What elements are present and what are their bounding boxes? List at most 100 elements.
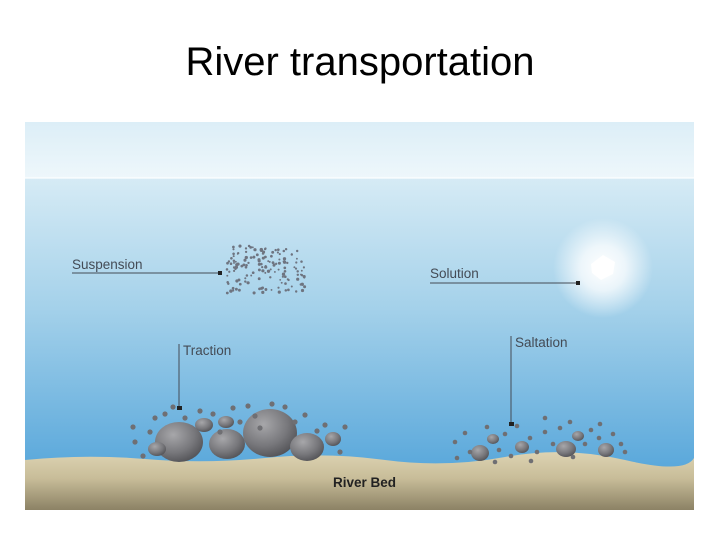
suspension-particle <box>296 258 298 260</box>
suspension-particle <box>282 273 285 276</box>
suspension-particle <box>245 251 247 253</box>
suspension-particle <box>279 279 281 281</box>
traction-pebble <box>314 428 319 433</box>
traction-pebble <box>230 405 235 410</box>
suspension-particle <box>228 271 230 273</box>
suspension-particle <box>226 262 229 265</box>
traction-rock <box>218 416 234 428</box>
suspension-particle <box>226 275 228 277</box>
traction-pebble <box>342 424 347 429</box>
suspension-particle <box>245 264 248 267</box>
traction-pebble <box>292 419 297 424</box>
traction-pebble <box>217 429 222 434</box>
traction-pebble <box>245 403 250 408</box>
traction-pebble <box>130 424 135 429</box>
suspension-particle <box>245 256 248 259</box>
suspension-particle <box>283 267 286 270</box>
suspension-particle <box>258 263 261 266</box>
traction-pebble <box>282 404 287 409</box>
suspension-particle <box>252 256 255 259</box>
traction-label: Traction <box>183 343 231 358</box>
suspension-particle <box>245 247 247 249</box>
suspension-particle <box>237 252 239 254</box>
suspension-particle <box>278 291 281 294</box>
suspension-particle <box>232 287 235 290</box>
suspension-particle <box>260 248 263 251</box>
suspension-particle <box>262 287 264 289</box>
saltation-pebble <box>485 425 490 430</box>
saltation-pebble <box>619 442 624 447</box>
suspension-particle <box>301 283 304 286</box>
saltation-pebble <box>515 424 520 429</box>
suspension-particle <box>246 274 249 277</box>
saltation-rock <box>515 441 529 453</box>
traction-pebble <box>147 429 152 434</box>
traction-pebble <box>269 401 274 406</box>
river-bed-label: River Bed <box>333 475 396 490</box>
saltation-pebble <box>598 422 603 427</box>
suspension-particle <box>297 274 299 276</box>
traction-pebble <box>252 413 257 418</box>
suspension-particle <box>227 282 229 284</box>
suspension-particle <box>296 278 299 281</box>
suspension-particle <box>247 262 249 264</box>
suspension-particle <box>278 262 281 265</box>
suspension-particle <box>238 289 241 292</box>
suspension-particle <box>256 253 259 256</box>
traction-rock <box>243 409 297 457</box>
solution-pointer-tip <box>576 281 580 285</box>
traction-rock <box>148 442 166 456</box>
suspension-particle <box>262 257 265 260</box>
suspension-particle <box>284 270 287 273</box>
suspension-particle <box>244 259 246 261</box>
suspension-particle <box>258 268 261 271</box>
suspension-particle <box>239 283 242 286</box>
traction-pebble <box>210 411 215 416</box>
suspension-particle <box>285 289 288 292</box>
suspension-particle <box>232 246 235 249</box>
saltation-rock <box>598 443 614 457</box>
traction-pebble <box>302 412 307 417</box>
suspension-particle <box>252 246 254 248</box>
suspension-particle <box>277 251 279 253</box>
suspension-particle <box>248 245 251 248</box>
saltation-pointer-tip <box>509 422 514 426</box>
suspension-particle <box>253 291 256 294</box>
suspension-particle <box>283 257 286 260</box>
suspension-particle <box>300 274 302 276</box>
traction-pointer-tip <box>177 406 182 410</box>
suspension-particle <box>277 287 279 289</box>
suspension-particle <box>303 266 305 268</box>
suspension-particle <box>275 263 277 265</box>
saltation-rock <box>572 431 584 441</box>
traction-rock <box>290 433 324 461</box>
traction-pebble <box>170 404 175 409</box>
traction-pebble <box>132 439 137 444</box>
saltation-rock <box>471 445 489 461</box>
traction-pebble <box>237 419 242 424</box>
suspension-particle <box>295 261 297 263</box>
saltation-pebble <box>611 432 616 437</box>
suspension-particle <box>287 289 290 292</box>
saltation-pebble <box>535 450 540 455</box>
suspension-particle <box>244 277 246 279</box>
suspension-particle <box>235 261 237 263</box>
suspension-particle <box>274 271 276 273</box>
suspension-particle <box>291 285 293 287</box>
river-transportation-diagram: Suspension Solution Traction Saltation R… <box>25 122 694 510</box>
traction-pebble <box>197 408 202 413</box>
saltation-pebble <box>509 454 514 459</box>
saltation-pebble <box>453 440 458 445</box>
suspension-particle <box>267 260 269 262</box>
suspension-particle <box>279 253 281 255</box>
suspension-particle <box>283 260 285 262</box>
saltation-pebble <box>543 430 548 435</box>
diagram-canvas: Suspension Solution Traction Saltation R… <box>25 122 694 510</box>
saltation-pebble <box>568 420 573 425</box>
saltation-pebble <box>529 459 534 464</box>
suspension-particle <box>226 292 229 295</box>
suspension-particle <box>264 248 266 250</box>
traction-pebble <box>337 449 342 454</box>
suspension-particle <box>286 262 288 264</box>
suspension-particle <box>271 251 274 254</box>
